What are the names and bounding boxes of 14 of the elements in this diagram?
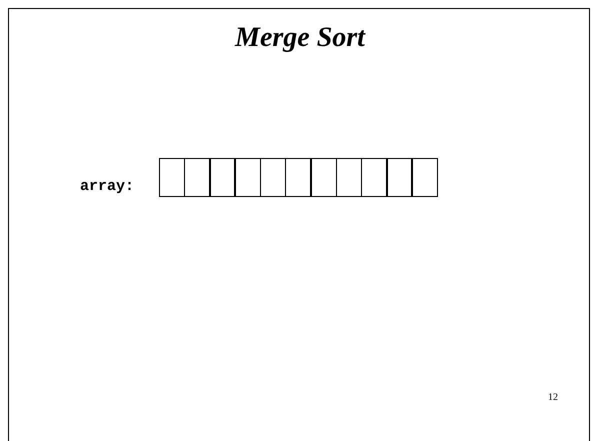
array-cell bbox=[234, 158, 262, 197]
array-cell bbox=[336, 158, 362, 197]
array-cell bbox=[360, 158, 388, 197]
array-cell bbox=[411, 158, 438, 197]
array-cell bbox=[386, 158, 413, 197]
array-cell bbox=[284, 158, 312, 197]
slide-title: Merge Sort bbox=[234, 22, 366, 54]
array-cell bbox=[209, 158, 236, 197]
array-cell bbox=[184, 158, 211, 197]
array-cell bbox=[260, 158, 286, 197]
page-number: 12 bbox=[548, 392, 558, 403]
array-label: array: bbox=[80, 178, 134, 195]
array-cell bbox=[310, 158, 338, 197]
array-cell bbox=[158, 158, 186, 197]
